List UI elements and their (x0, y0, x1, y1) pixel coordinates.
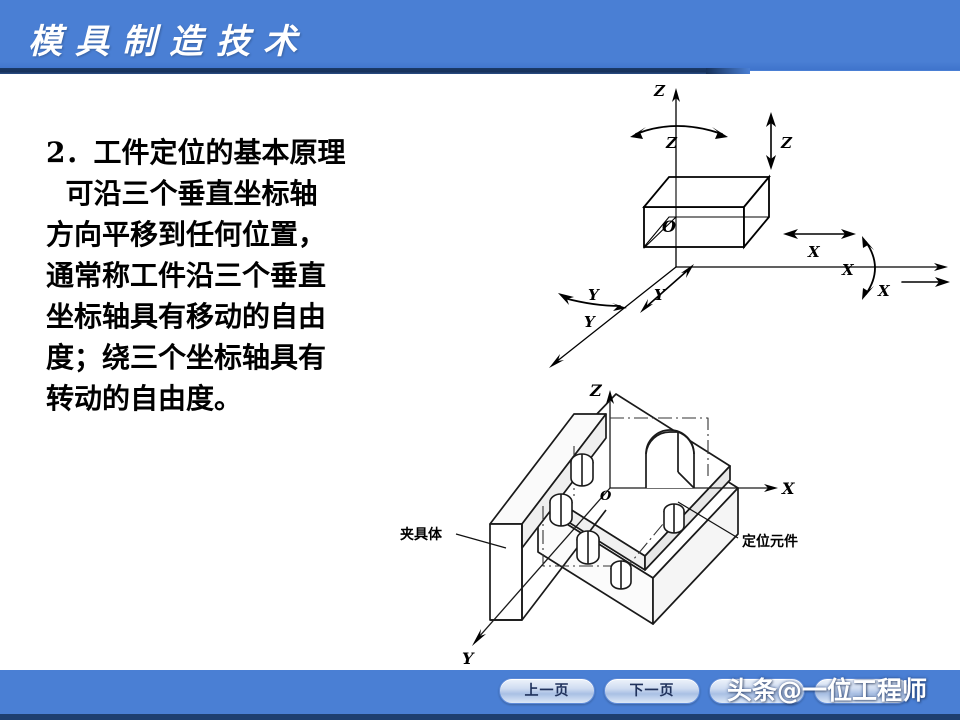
axis-x-arrowhead (934, 263, 948, 271)
arch-locator (645, 429, 695, 489)
axis-y-line (555, 266, 677, 363)
header-band-gradient (0, 0, 960, 70)
axis-label-x: X (781, 479, 795, 498)
header-underline-fade (706, 68, 750, 74)
axis-x-terminal-arrow (901, 277, 950, 287)
nav-button-fourth[interactable] (814, 678, 910, 704)
rotation-arc-z (630, 125, 728, 139)
rotation-label-z: Z (665, 134, 678, 152)
locating-pin (549, 493, 573, 527)
locating-pin (610, 560, 632, 590)
axis-y-arrowhead (549, 354, 564, 368)
fixture-drawing: 夹具体 定位元件 Z X Y O (400, 381, 798, 668)
leader-line-fixture-body (455, 533, 507, 549)
locating-pin (576, 530, 600, 565)
axis-label-x: X (877, 282, 891, 300)
locating-pin (663, 503, 685, 534)
workpiece-cuboid (642, 174, 771, 250)
axis-y-arrowhead (472, 629, 486, 646)
origin-label: O (600, 489, 612, 504)
previous-page-button[interactable]: 上一页 (499, 678, 595, 704)
six-dof-figure: Z Z Z X X X Y Y Y O (536, 82, 960, 378)
body-paragraph: 2．工件定位的基本原理 可沿三个垂直坐标轴 方向平移到任何位置， 通常称工件沿三… (46, 136, 346, 415)
axis-label-z: Z (653, 82, 666, 100)
translation-arrow-z (766, 112, 776, 170)
footer-bottom-rule (0, 714, 960, 720)
translation-label-x: X (807, 243, 821, 261)
rotation-arc-x (862, 236, 876, 300)
axis-y-line (477, 487, 611, 639)
leader-line-locating-element (677, 501, 739, 539)
translation-label-y: Y (654, 286, 666, 304)
page-title: 模具制造技术 (28, 22, 310, 62)
next-page-button[interactable]: 下一页 (604, 678, 700, 704)
nav-button-third[interactable] (709, 678, 805, 704)
locating-pins (549, 453, 685, 590)
translation-arrow-x (783, 229, 856, 239)
axis-y-through-box (643, 216, 677, 249)
header-band (0, 0, 960, 70)
rotation-label-x: X (841, 261, 855, 279)
callout-fixture-body: 夹具体 (400, 526, 443, 543)
origin-label: O (662, 217, 676, 236)
axis-z-arrowhead (606, 390, 614, 404)
axis-label-z: Z (589, 381, 603, 400)
rotation-label-y: Y (588, 286, 600, 304)
axis-label-y: Y (584, 313, 596, 331)
locating-pin (570, 453, 594, 487)
axis-x-arrowhead (764, 484, 778, 492)
six-dof-drawing: Z Z Z X X X Y Y Y O (549, 82, 950, 368)
translation-label-z: Z (780, 134, 793, 152)
translation-arrow-y (640, 264, 694, 313)
header-underline (0, 68, 706, 74)
rotation-arc-y (558, 293, 627, 311)
fixture-figure: 夹具体 定位元件 Z X Y O (378, 376, 898, 672)
axis-z-arrowhead (672, 88, 680, 102)
axis-label-y: Y (462, 649, 475, 668)
callout-locating-element: 定位元件 (742, 533, 798, 550)
